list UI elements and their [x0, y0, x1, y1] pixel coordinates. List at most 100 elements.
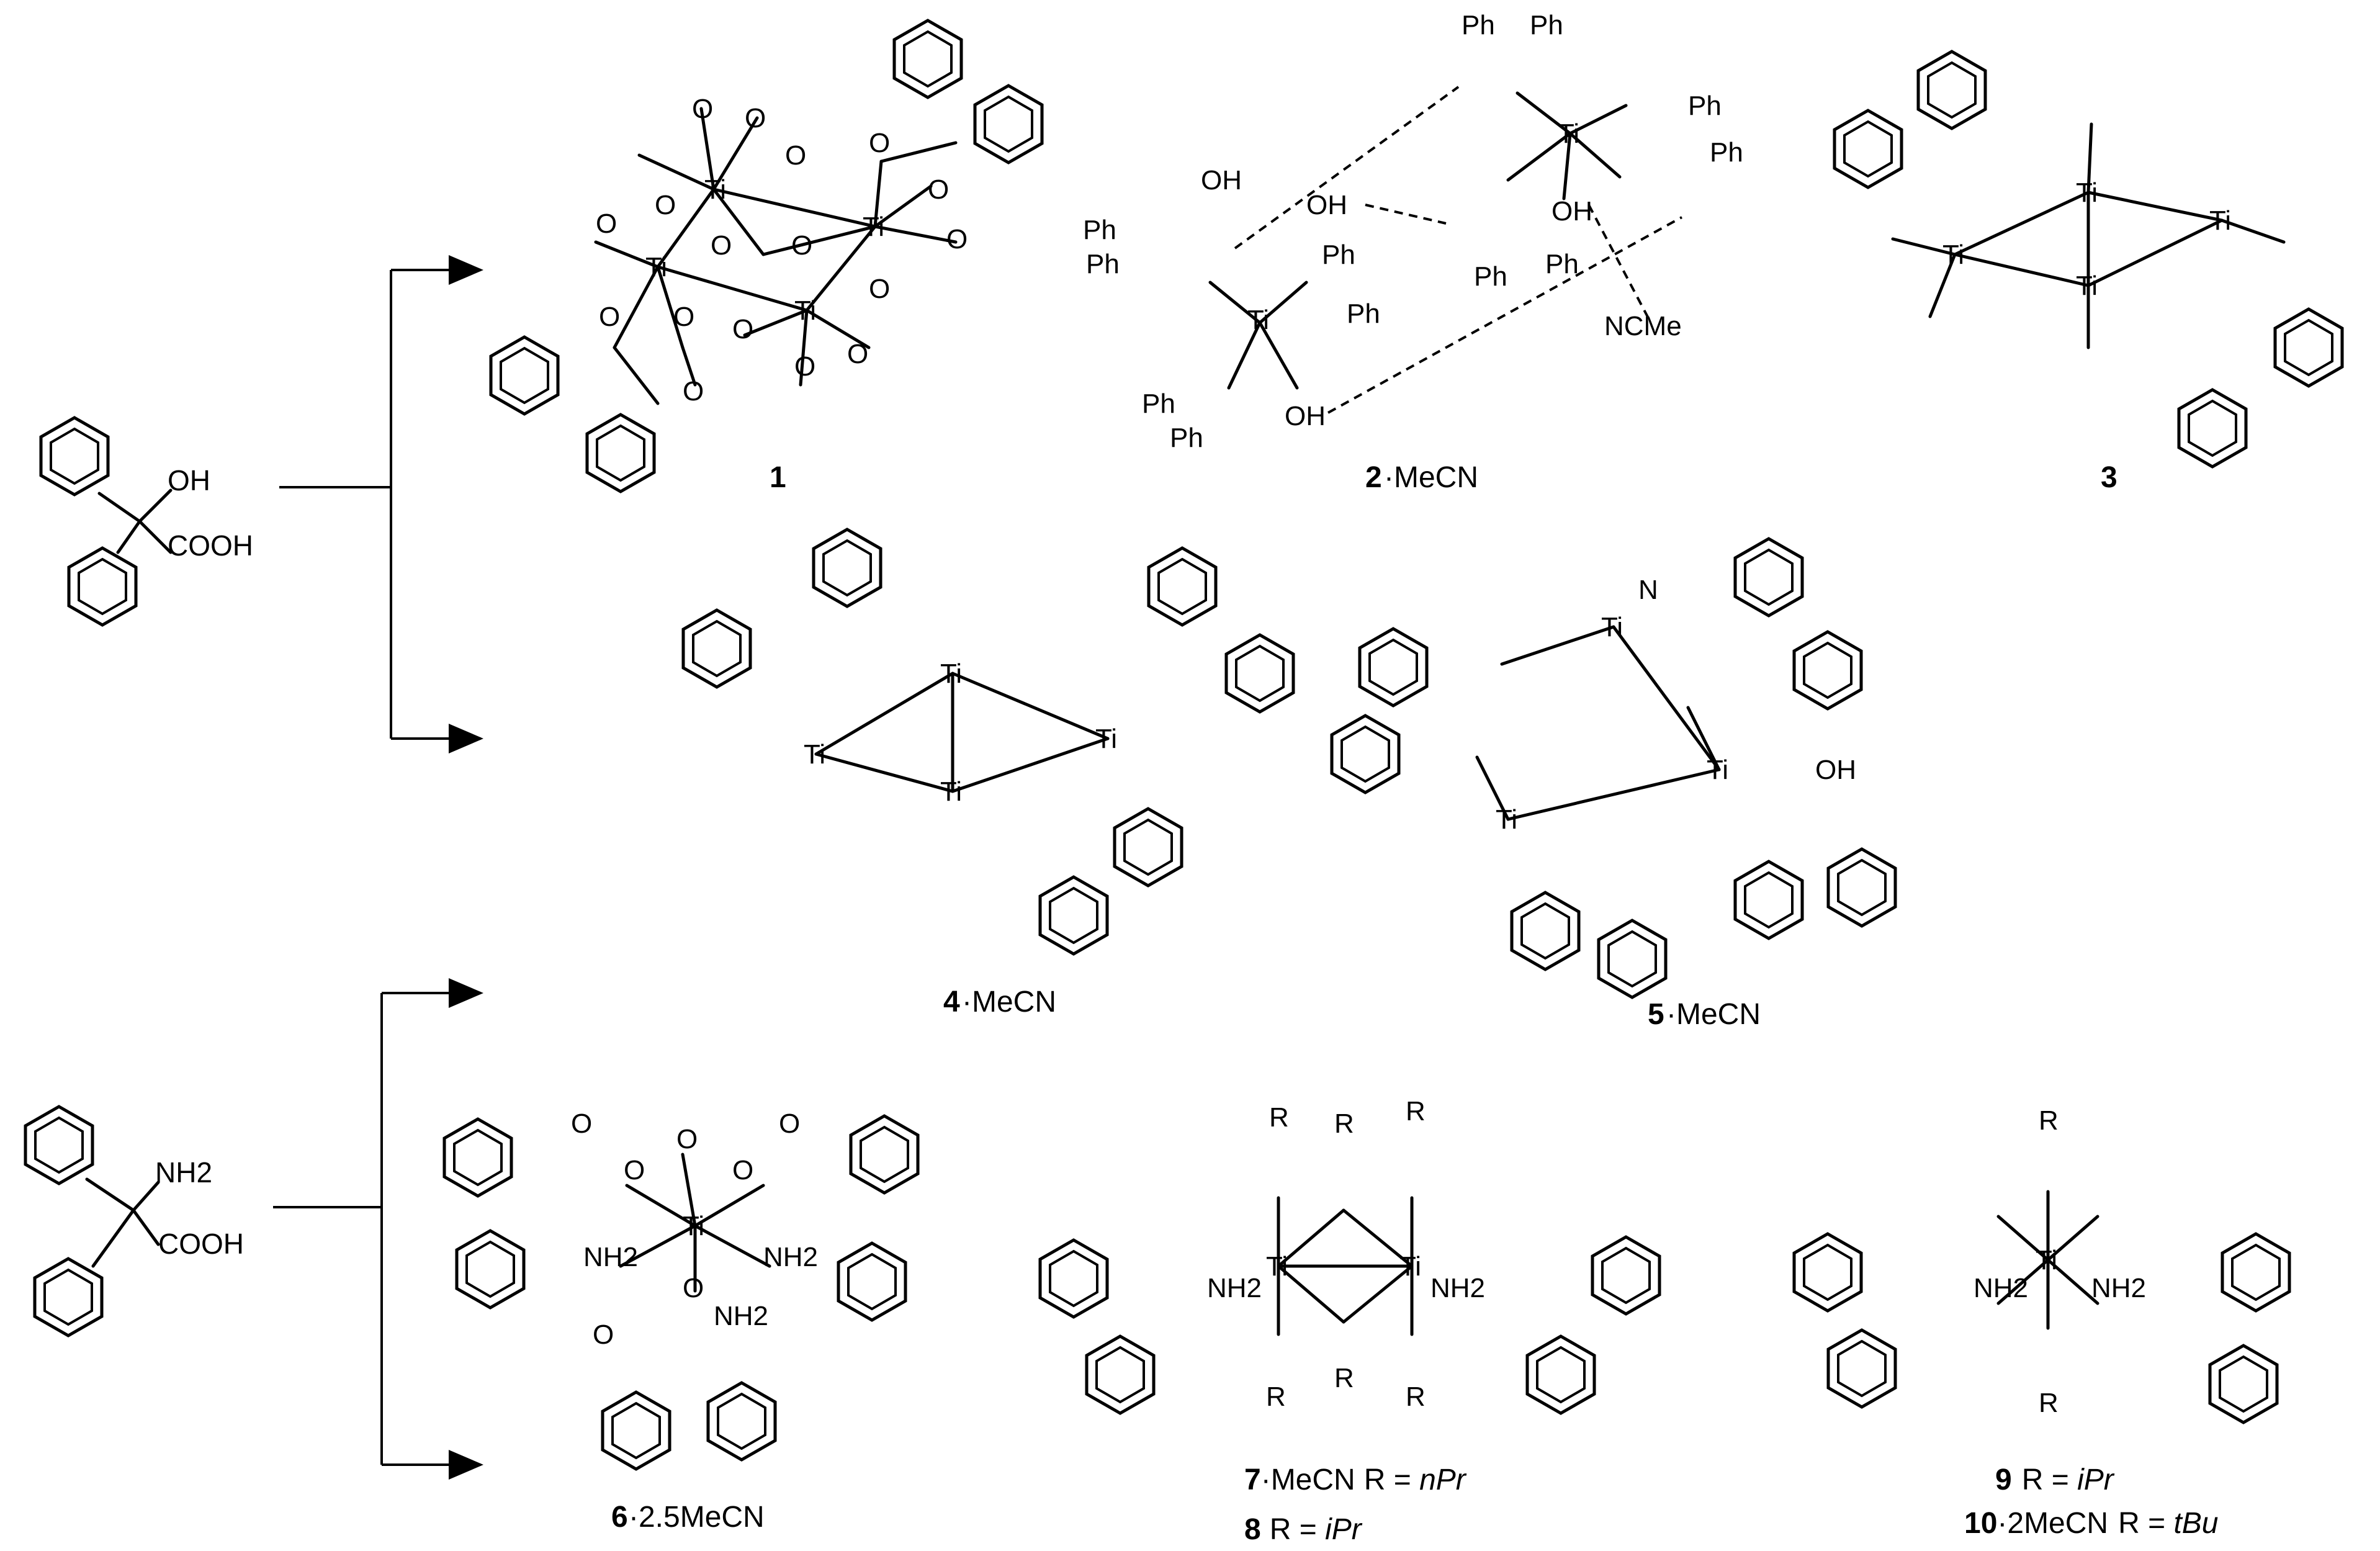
svg-text:Ph: Ph — [1142, 389, 1175, 419]
compound-6-suffix: ·2.5MeCN — [629, 1501, 765, 1534]
svg-text:O: O — [791, 230, 812, 261]
svg-text:Ph: Ph — [1530, 10, 1563, 40]
svg-text:O: O — [711, 230, 732, 261]
svg-text:R: R — [2039, 1105, 2059, 1136]
reactant-benzilic-acid: OH COOH — [41, 418, 253, 625]
compound-2-structure: Ti Ti Ph Ph Ph Ph Ph Ph Ph Ph Ph Ph Ph P… — [1083, 10, 1743, 453]
svg-text:Ti: Ti — [863, 212, 884, 242]
svg-text:Ti: Ti — [804, 739, 825, 770]
svg-text:Ti: Ti — [2076, 178, 2098, 208]
svg-text:Ti: Ti — [2209, 205, 2231, 236]
svg-text:R: R — [1334, 1363, 1354, 1393]
svg-text:Ph: Ph — [1688, 91, 1722, 121]
svg-text:O: O — [869, 128, 890, 158]
compound-5-suffix: ·MeCN — [1666, 998, 1761, 1031]
svg-text:Ph: Ph — [1545, 249, 1579, 279]
svg-text:O: O — [779, 1108, 800, 1139]
svg-text:Ti: Ti — [1095, 724, 1117, 754]
compound-3-structure: Ti Ti Ti Ti — [1834, 52, 2342, 467]
svg-text:N: N — [1638, 575, 1658, 605]
svg-text:O: O — [596, 209, 617, 239]
compound-7-8-structure: Ti Ti R R R R R R NH2 NH2 — [1040, 1096, 1659, 1413]
svg-text:NH2: NH2 — [714, 1301, 768, 1331]
svg-text:O: O — [785, 140, 806, 171]
svg-text:O: O — [869, 274, 890, 304]
svg-text:NH2: NH2 — [2091, 1273, 2146, 1303]
svg-text:O: O — [732, 314, 753, 344]
reactant-diphenylglycine: NH2 COOH — [25, 1107, 244, 1336]
reactant-a-group-2: COOH — [168, 529, 253, 562]
svg-text:O: O — [946, 224, 968, 254]
reactant-a-group-1: OH — [168, 464, 210, 497]
svg-text:NH2: NH2 — [1430, 1273, 1485, 1303]
svg-text:OH: OH — [1201, 165, 1242, 196]
svg-text:O: O — [571, 1108, 592, 1139]
svg-text:O: O — [593, 1319, 614, 1350]
compound-4-number: 4 — [943, 986, 960, 1018]
reactant-b-group-2: COOH — [158, 1228, 244, 1260]
svg-text:Ti: Ti — [2036, 1245, 2057, 1275]
svg-text:NH2: NH2 — [1207, 1273, 1262, 1303]
svg-text:O: O — [847, 339, 868, 369]
svg-text:R: R — [1269, 1102, 1289, 1133]
compound-2-number: 2 — [1365, 461, 1382, 494]
svg-text:Ti: Ti — [940, 659, 962, 689]
compound-5-structure: Ti Ti Ti N OH — [1332, 539, 1895, 997]
compound-4-suffix: ·MeCN — [962, 986, 1056, 1018]
svg-text:NCMe: NCMe — [1604, 311, 1682, 341]
compound-6-number: 6 — [611, 1501, 628, 1534]
svg-text:R: R — [2039, 1388, 2059, 1418]
reaction-arrows-lower — [273, 978, 483, 1480]
compound-6-structure: Ti O O O O O O O NH2 NH2 NH2 — [444, 1108, 918, 1469]
svg-text:R: R — [1406, 1096, 1426, 1126]
svg-text:Ti: Ti — [940, 776, 962, 807]
compound-5-number: 5 — [1648, 998, 1664, 1031]
svg-text:R: R — [1266, 1382, 1286, 1412]
svg-text:O: O — [732, 1155, 753, 1185]
svg-text:Ti: Ti — [683, 1211, 704, 1241]
svg-text:NH2: NH2 — [763, 1242, 818, 1272]
svg-text:OH: OH — [1551, 196, 1592, 227]
svg-text:Ti: Ti — [1707, 755, 1728, 785]
svg-text:O: O — [655, 190, 676, 220]
svg-text:Ti: Ti — [1601, 612, 1623, 642]
svg-text:Ph: Ph — [1347, 299, 1380, 329]
svg-text:Ti: Ti — [1558, 119, 1579, 149]
svg-text:Ph: Ph — [1170, 423, 1203, 453]
compound-1-structure: Ti Ti Ti Ti O O O O O O O O O O O O O O … — [491, 20, 1042, 492]
compound-9-10-structure: Ti R R NH2 NH2 — [1794, 1105, 2289, 1423]
compound-3-label: 3 — [2101, 461, 2117, 494]
svg-text:Ph: Ph — [1710, 137, 1743, 168]
svg-text:O: O — [676, 1124, 698, 1154]
svg-text:R: R — [1334, 1108, 1354, 1139]
svg-text:Ph: Ph — [1474, 261, 1507, 292]
svg-text:OH: OH — [1306, 190, 1347, 220]
svg-text:O: O — [692, 94, 713, 124]
svg-text:Ph: Ph — [1462, 10, 1495, 40]
svg-text:Ph: Ph — [1086, 249, 1120, 279]
svg-text:Ph: Ph — [1083, 215, 1116, 245]
svg-text:O: O — [794, 351, 815, 382]
reactant-b-group-1: NH2 — [155, 1156, 212, 1189]
svg-text:Ti: Ti — [1496, 804, 1517, 835]
svg-text:Ti: Ti — [794, 295, 816, 326]
compound-4-structure: Ti Ti Ti Ti — [683, 529, 1293, 954]
svg-text:OH: OH — [1285, 401, 1326, 431]
svg-text:Ti: Ti — [645, 252, 667, 282]
svg-text:Ti: Ti — [704, 174, 726, 205]
svg-text:NH2: NH2 — [1974, 1273, 2028, 1303]
svg-text:Ti: Ti — [2076, 271, 2098, 301]
svg-text:O: O — [683, 376, 704, 407]
svg-text:Ti: Ti — [1266, 1251, 1288, 1282]
compound-1-label: 1 — [770, 461, 786, 494]
svg-text:O: O — [673, 302, 694, 332]
svg-text:OH: OH — [1815, 755, 1856, 785]
svg-text:R: R — [1406, 1382, 1426, 1412]
svg-text:Ti: Ti — [1942, 240, 1964, 270]
svg-text:Ph: Ph — [1322, 240, 1355, 270]
